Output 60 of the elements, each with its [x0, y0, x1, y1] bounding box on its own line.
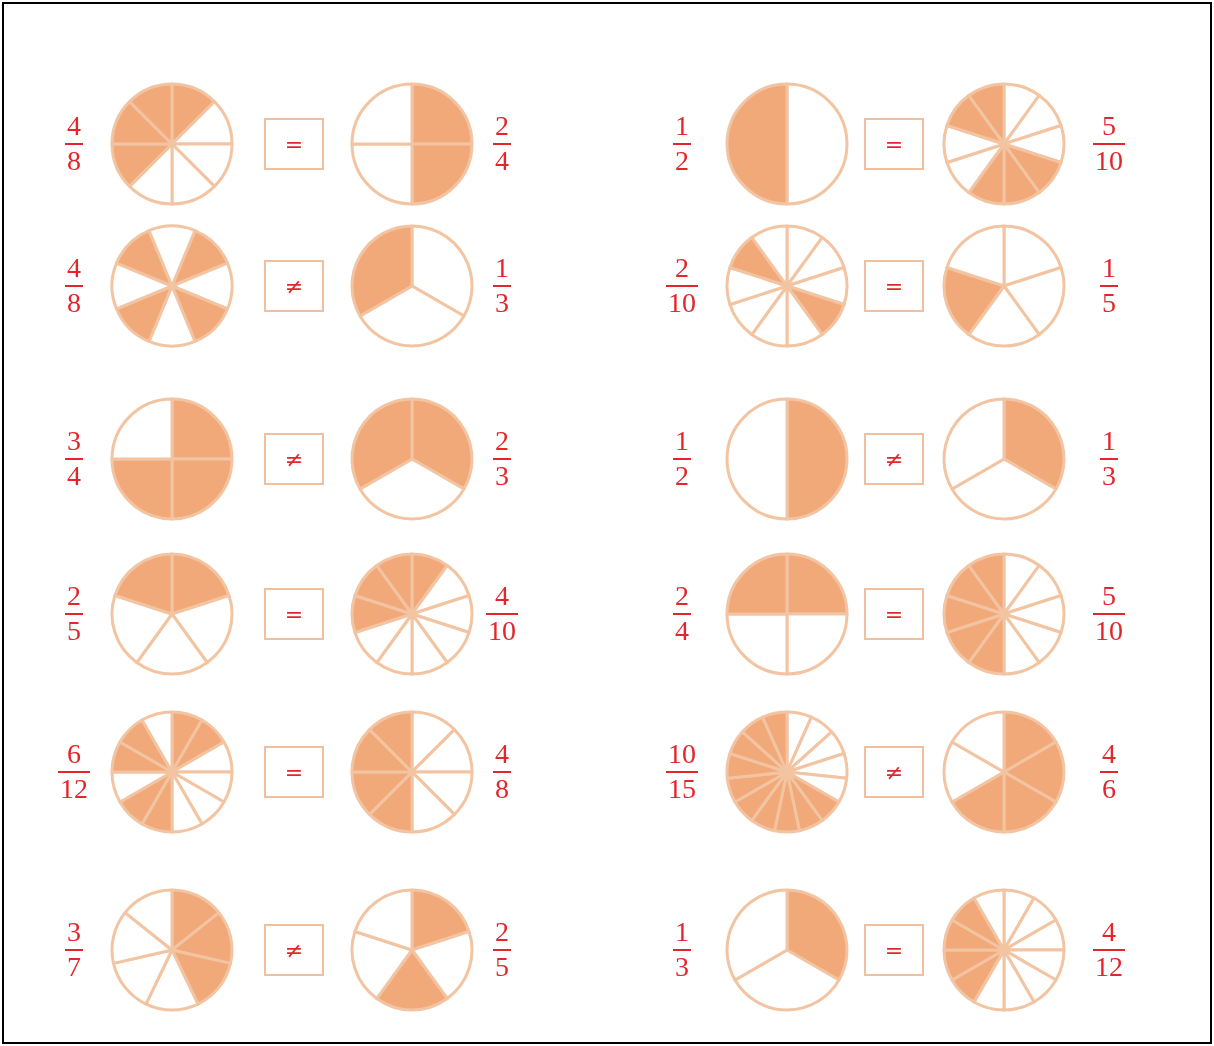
answer-box: = [864, 260, 924, 312]
fraction-numerator: 2 [674, 580, 690, 612]
answer-box: ≠ [864, 433, 924, 485]
fraction-numerator: 4 [66, 110, 82, 142]
fraction-numerator: 4 [1101, 738, 1117, 770]
fraction-denominator: 2 [673, 458, 691, 492]
fraction-numerator: 4 [494, 580, 510, 612]
fraction-numerator: 1 [674, 425, 690, 457]
fraction-numerator: 2 [494, 916, 510, 948]
fraction-denominator: 3 [493, 458, 511, 492]
fraction-denominator: 5 [1100, 285, 1118, 319]
answer-box: = [864, 118, 924, 170]
fraction-numerator: 3 [66, 916, 82, 948]
fraction-denominator: 10 [1093, 143, 1125, 177]
answer-box: ≠ [264, 260, 324, 312]
answer-box: ≠ [264, 433, 324, 485]
fraction-numerator: 1 [674, 110, 690, 142]
fraction-denominator: 3 [493, 285, 511, 319]
fraction-numerator: 1 [1101, 252, 1117, 284]
fraction-denominator: 12 [58, 771, 90, 805]
fraction-numerator: 2 [66, 580, 82, 612]
fraction-numerator: 4 [494, 738, 510, 770]
answer-box: = [264, 746, 324, 798]
answer-box: ≠ [264, 924, 324, 976]
fraction-numerator: 4 [66, 252, 82, 284]
fraction-numerator: 10 [667, 738, 697, 770]
fraction-denominator: 5 [493, 949, 511, 983]
fraction-numerator: 1 [674, 916, 690, 948]
fraction-denominator: 8 [65, 285, 83, 319]
fraction-denominator: 5 [65, 613, 83, 647]
fraction-denominator: 2 [673, 143, 691, 177]
fraction-denominator: 8 [65, 143, 83, 177]
answer-box: = [864, 924, 924, 976]
fraction-denominator: 3 [1100, 458, 1118, 492]
fraction-denominator: 4 [673, 613, 691, 647]
fraction-numerator: 2 [494, 110, 510, 142]
answer-box: ≠ [864, 746, 924, 798]
answer-box: = [864, 588, 924, 640]
fraction-numerator: 5 [1101, 110, 1117, 142]
fraction-denominator: 15 [666, 771, 698, 805]
fraction-denominator: 4 [65, 458, 83, 492]
fraction-numerator: 4 [1101, 916, 1117, 948]
fraction-denominator: 7 [65, 949, 83, 983]
answer-box: = [264, 118, 324, 170]
fraction-denominator: 6 [1100, 771, 1118, 805]
fraction-denominator: 8 [493, 771, 511, 805]
fraction-numerator: 2 [674, 252, 690, 284]
fraction-denominator: 10 [486, 613, 518, 647]
fraction-numerator: 1 [1101, 425, 1117, 457]
fraction-numerator: 1 [494, 252, 510, 284]
fraction-numerator: 2 [494, 425, 510, 457]
fraction-denominator: 10 [666, 285, 698, 319]
fraction-numerator: 3 [66, 425, 82, 457]
fraction-denominator: 12 [1093, 949, 1125, 983]
fraction-denominator: 4 [493, 143, 511, 177]
fraction-denominator: 10 [1093, 613, 1125, 647]
answer-box: = [264, 588, 324, 640]
fraction-numerator: 6 [66, 738, 82, 770]
fraction-denominator: 3 [673, 949, 691, 983]
fraction-numerator: 5 [1101, 580, 1117, 612]
